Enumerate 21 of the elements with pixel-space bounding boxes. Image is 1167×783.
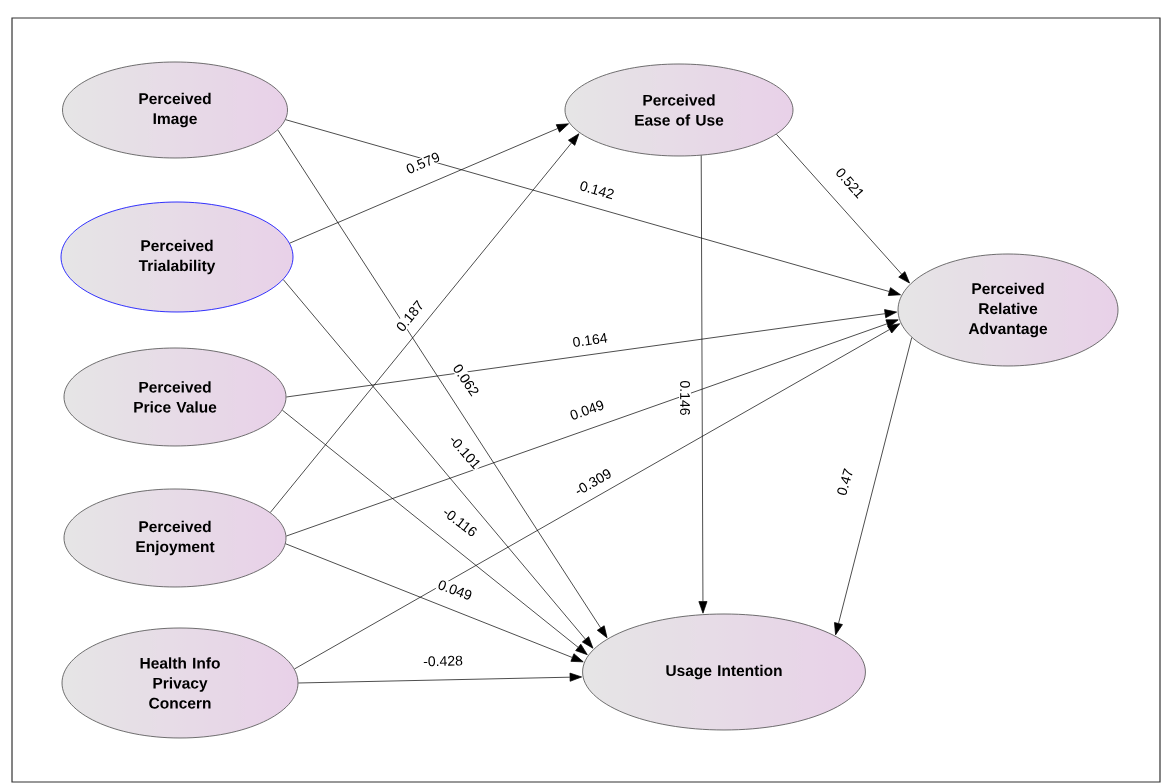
edge-label: 0.142 [577, 179, 617, 201]
arrow [282, 279, 594, 649]
arrow [286, 309, 897, 398]
edge-label: 0.47 [835, 466, 855, 498]
arrow [285, 119, 901, 296]
arrow [834, 337, 913, 636]
arrow [285, 319, 899, 537]
arrow [776, 133, 910, 284]
arrow [298, 672, 582, 684]
edge-label: 0.164 [570, 331, 610, 349]
edge-label: 0.049 [435, 578, 475, 602]
edge-label: 0.146 [679, 379, 691, 417]
arrow [285, 543, 584, 663]
arrow [289, 123, 569, 244]
arrow [270, 133, 580, 513]
arrow [282, 409, 588, 655]
arrow [698, 155, 708, 614]
arrow [277, 129, 608, 639]
arrow [294, 323, 901, 670]
edge-label: 0.049 [567, 398, 607, 422]
edge-label: 0.579 [403, 150, 443, 176]
